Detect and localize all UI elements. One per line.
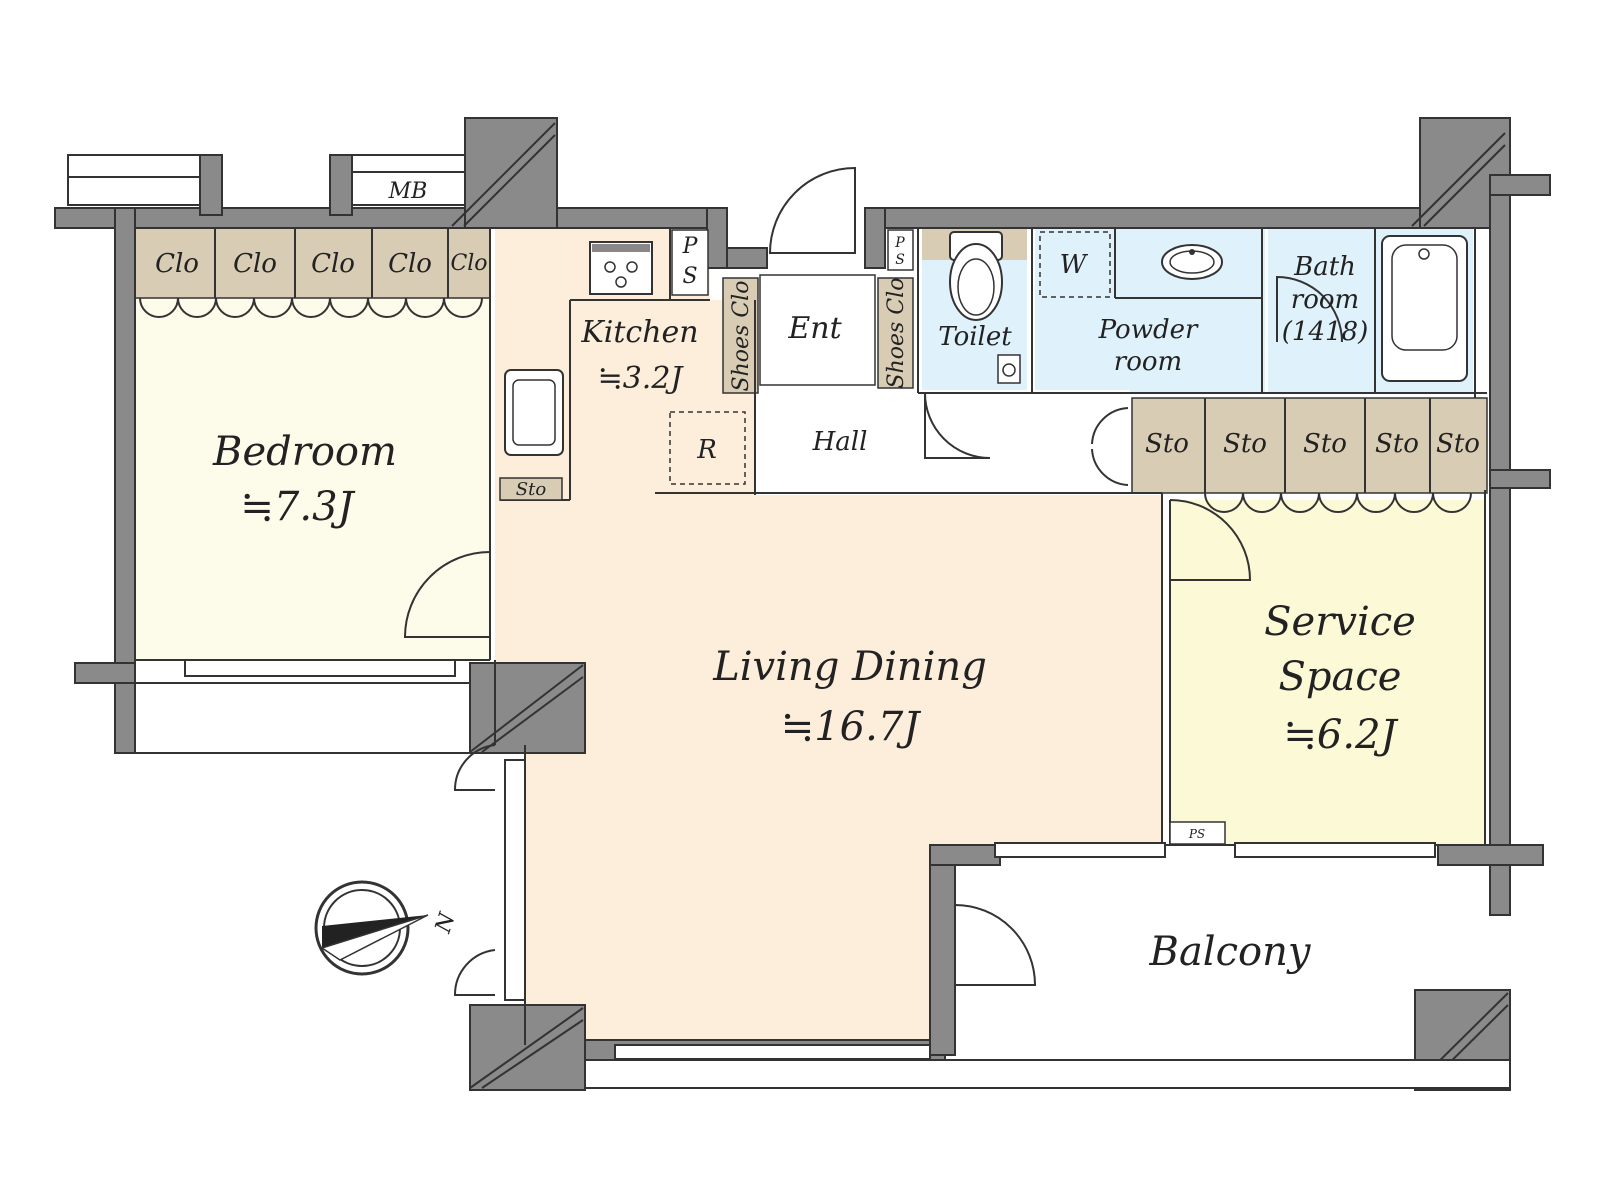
- bedroom-area-label: ≒7.3J: [240, 484, 355, 530]
- bathroom-label-2: room: [1291, 285, 1359, 315]
- service-space-label-1: Service: [1264, 599, 1416, 645]
- shoes-closet-right-label: Shoes Clo: [884, 278, 909, 389]
- ps-label-p: P: [682, 234, 699, 259]
- storage-label-5: Sto: [1436, 429, 1480, 459]
- mb-label: MB: [388, 179, 428, 204]
- living-dining-area-label: ≒16.7J: [781, 704, 922, 750]
- bedroom-area[interactable]: [135, 290, 490, 660]
- toilet-icon: [949, 231, 1021, 384]
- hall-label: Hall: [812, 427, 868, 457]
- closet-label-3: Clo: [311, 249, 355, 279]
- entrance-area[interactable]: [759, 274, 876, 386]
- refrigerator-space: [669, 411, 746, 485]
- closet-label-1: Clo: [155, 249, 199, 279]
- entrance-label: Ent: [787, 311, 842, 346]
- north-label: N: [431, 909, 461, 937]
- storage-label-4: Sto: [1375, 429, 1419, 459]
- bathroom-size-label: (1418): [1282, 317, 1368, 347]
- ps-label-p-2: P: [894, 235, 905, 251]
- kitchen-area-label: ≒3.2J: [598, 361, 685, 396]
- service-space-label-2: Space: [1279, 654, 1402, 700]
- storage-label-3: Sto: [1303, 429, 1347, 459]
- powder-room-label-1: Powder: [1098, 315, 1199, 345]
- shoes-closet-left: [722, 277, 759, 394]
- stove-icon: [589, 241, 653, 295]
- shoes-closet-right: [877, 277, 914, 389]
- living-dining-label: Living Dining: [712, 644, 987, 690]
- washer-space: [1039, 231, 1111, 298]
- refrigerator-label: R: [696, 435, 717, 465]
- bedroom-label: Bedroom: [212, 429, 397, 475]
- toilet-label: Toilet: [938, 322, 1012, 352]
- kitchen-storage-label: Sto: [516, 479, 547, 500]
- service-space-area-label: ≒6.2J: [1283, 712, 1398, 758]
- basin-icon: [1161, 244, 1223, 280]
- mb-box: [351, 154, 466, 206]
- living-dining-area[interactable]: [495, 228, 1162, 1045]
- washer-label: W: [1060, 250, 1089, 280]
- storage-label-2: Sto: [1223, 429, 1267, 459]
- ps-label-3: PS: [1188, 827, 1205, 841]
- storage-strip: [1131, 397, 1488, 494]
- ps-label-s-2: S: [895, 252, 905, 268]
- balcony-label: Balcony: [1149, 929, 1312, 975]
- ps-label-s: S: [682, 264, 697, 289]
- bathroom-label-1: Bath: [1293, 252, 1356, 282]
- balcony-area[interactable]: [955, 865, 1485, 1040]
- powder-room-label-2: room: [1114, 347, 1182, 377]
- closet-label-4: Clo: [388, 249, 432, 279]
- closet-label-2: Clo: [233, 249, 277, 279]
- closet-label-5: Clo: [450, 251, 487, 276]
- bathtub-icon: [1381, 235, 1468, 382]
- kitchen-label: Kitchen: [580, 315, 698, 350]
- storage-label-1: Sto: [1145, 429, 1189, 459]
- closet-strip: [134, 227, 491, 299]
- sink-icon: [504, 369, 564, 456]
- north-compass-icon: [314, 880, 429, 976]
- powder-room-area[interactable]: [1035, 228, 1265, 393]
- service-space-area[interactable]: [1170, 500, 1485, 845]
- shoes-closet-left-label: Shoes Clo: [729, 281, 754, 392]
